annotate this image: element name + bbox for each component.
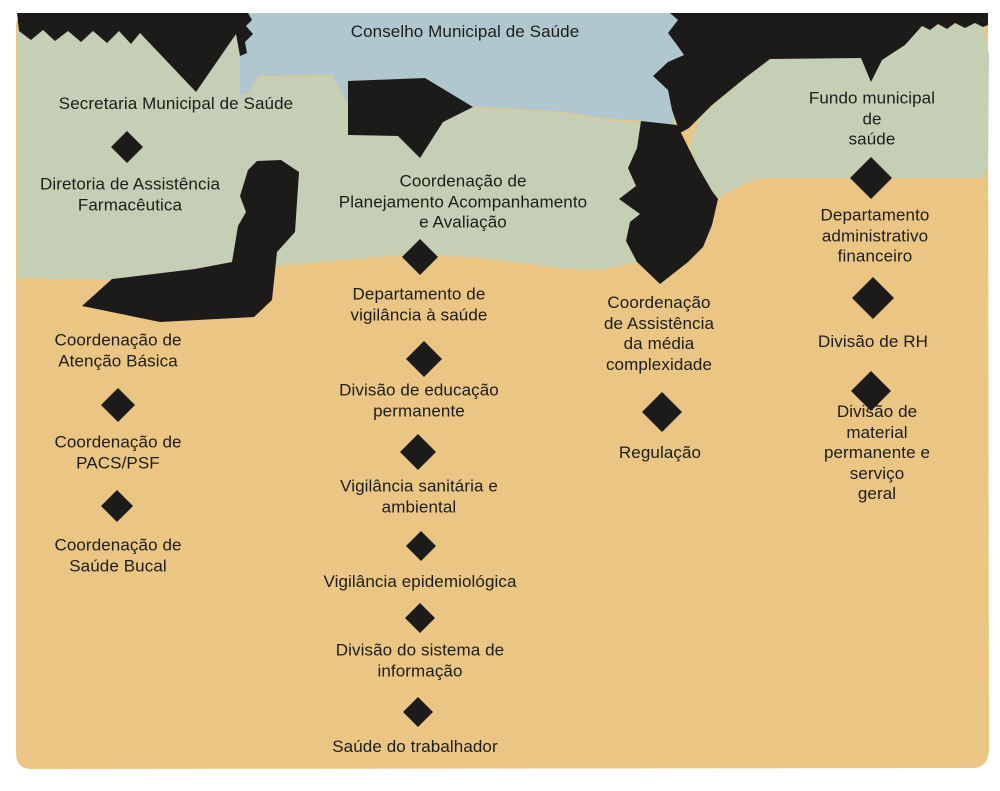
diamond-connector-icon	[101, 490, 133, 522]
node-coordenacao-planejamento: Coordenação de Planejamento Acompanhamen…	[338, 171, 588, 232]
node-regulacao: Regulação	[618, 442, 702, 462]
diamond-connector-icon	[406, 531, 436, 561]
node-coordenacao-atencao-basica: Coordenação de Atenção Básica	[54, 330, 182, 371]
panel-green-left	[17, 25, 642, 280]
node-divisao-educacao-permanente: Divisão de educação permanente	[339, 380, 499, 421]
connector-blob-center-vertical	[619, 121, 718, 284]
node-divisao-material-permanente: Divisão de material permanente e serviço…	[823, 401, 931, 503]
node-secretaria-municipal-de-saude: Secretaria Municipal de Saúde	[58, 93, 294, 113]
node-departamento-vigilancia-saude: Departamento de vigilância à saúde	[350, 284, 488, 325]
node-divisao-sistema-informacao: Divisão do sistema de informação	[335, 640, 505, 681]
diamond-connector-icon	[101, 388, 135, 422]
diamond-connector-icon	[852, 277, 894, 319]
node-fundo-municipal-de-saude: Fundo municipal de saúde	[808, 88, 936, 149]
node-vigilancia-epidemiologica: Vigilância epidemiológica	[323, 571, 517, 591]
node-divisao-de-rh: Divisão de RH	[818, 331, 928, 351]
diamond-connector-icon	[400, 434, 436, 470]
diamond-connector-icon	[402, 239, 438, 275]
node-coordenacao-assistencia-media-complexidade: Coordenação de Assistência da média comp…	[603, 293, 715, 374]
diamond-connector-icon	[642, 392, 682, 432]
connector-blob-top-right	[653, 13, 988, 133]
diamond-connector-icon	[405, 603, 435, 633]
node-coordenacao-saude-bucal: Coordenação de Saúde Bucal	[54, 535, 182, 576]
node-coordenacao-pacs-psf: Coordenação de PACS/PSF	[54, 432, 182, 473]
connector-blob-left-arrow	[82, 160, 299, 322]
panel-green-right	[690, 24, 989, 198]
diamond-connector-icon	[406, 341, 442, 377]
diamond-connector-icon	[111, 131, 143, 163]
diamond-connector-icon	[403, 697, 433, 727]
diamond-connector-icon	[851, 371, 891, 411]
node-vigilancia-sanitaria-ambiental: Vigilância sanitária e ambiental	[340, 476, 498, 517]
node-departamento-administrativo-financeiro: Departamento administrativo financeiro	[820, 205, 930, 266]
connector-blob-center-upper	[348, 78, 473, 158]
node-diretoria-assistencia-farmaceutica: Diretoria de Assistência Farmacêutica	[39, 174, 221, 215]
diamond-connector-icon	[850, 157, 892, 199]
node-saude-do-trabalhador: Saúde do trabalhador	[332, 736, 498, 756]
connector-blob-top-left	[17, 13, 253, 92]
node-conselho-municipal-de-saude: Conselho Municipal de Saúde	[350, 21, 580, 41]
